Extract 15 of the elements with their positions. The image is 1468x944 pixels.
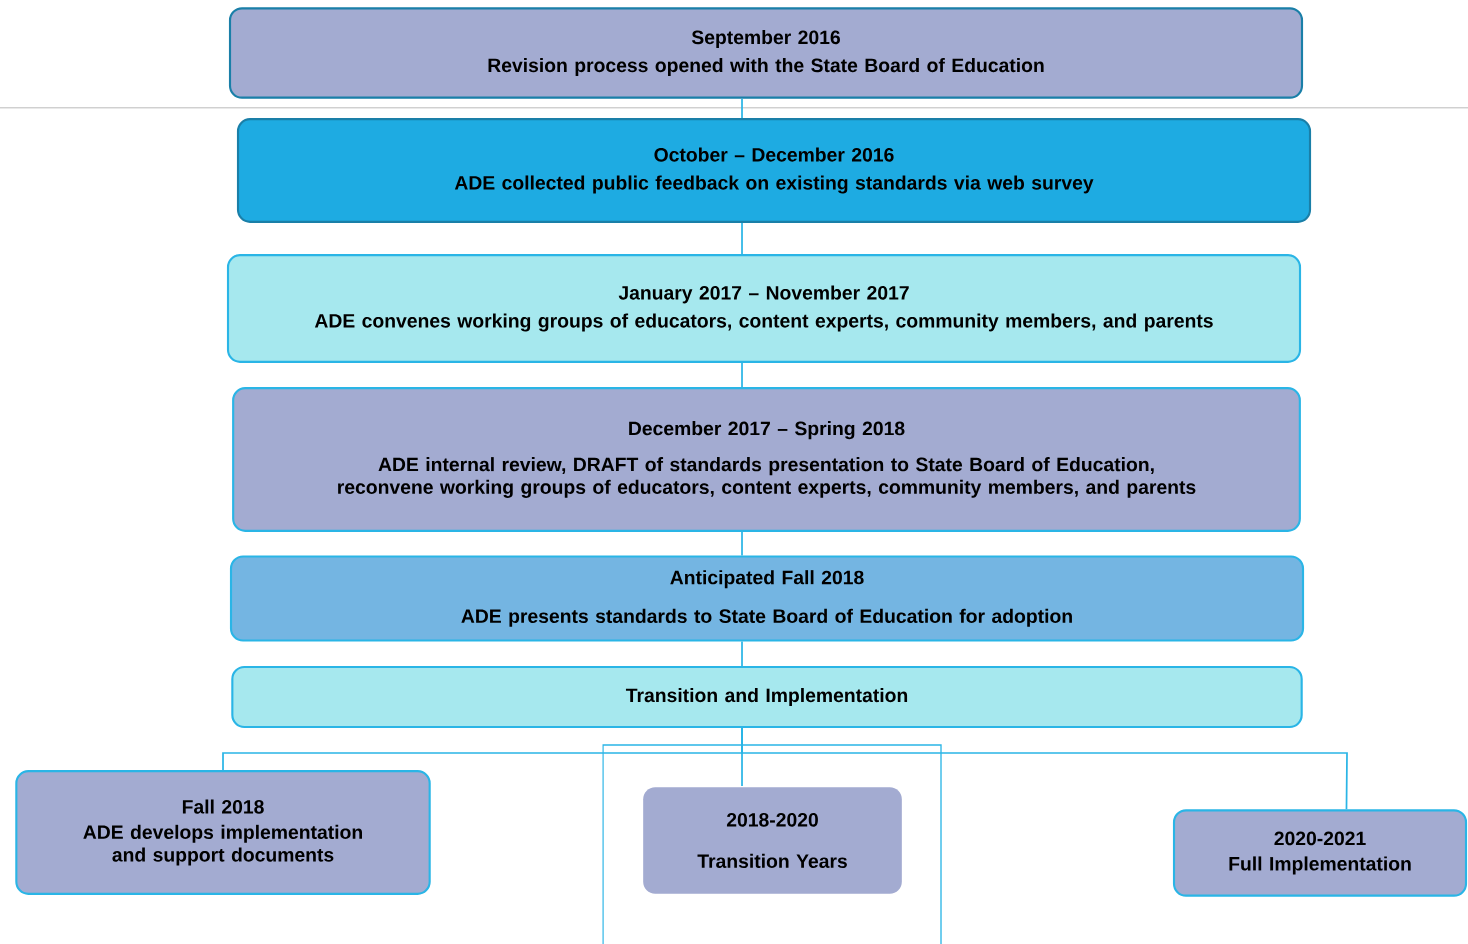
connector-line	[741, 640, 743, 667]
connector-line	[741, 531, 743, 557]
timeline-box: 2018-2020 Transition Years	[643, 787, 902, 894]
timeline-box: 2020-2021 Full Implementation	[1172, 809, 1468, 897]
timeline-box: Anticipated Fall 2018 ADE presents standards to State Board of Education for adoption	[229, 555, 1305, 642]
connector-line	[741, 97, 743, 119]
connector-line	[741, 727, 1348, 811]
timeline-box: October – December 2016 ADE collected public feedback on existing standards via web survey	[236, 118, 1312, 223]
timeline-box: January 2017 – November 2017 ADE convenes working groups of educators, content experts, community members, and parents	[226, 254, 1302, 363]
connector-line	[741, 362, 743, 388]
timeline-box: December 2017 – Spring 2018 ADE internal review, DRAFT of standards presentation to State Board of Education, reconvene working groups of educators, content experts, community members, and parents	[232, 387, 1301, 532]
timeline-box: Fall 2018 ADE develops implementation and support documents	[15, 770, 431, 895]
timeline-box: September 2016 Revision process opened with the State Board of Education	[228, 7, 1304, 99]
timeline-box: Transition and Implementation	[231, 665, 1303, 729]
connector-line	[741, 222, 743, 255]
